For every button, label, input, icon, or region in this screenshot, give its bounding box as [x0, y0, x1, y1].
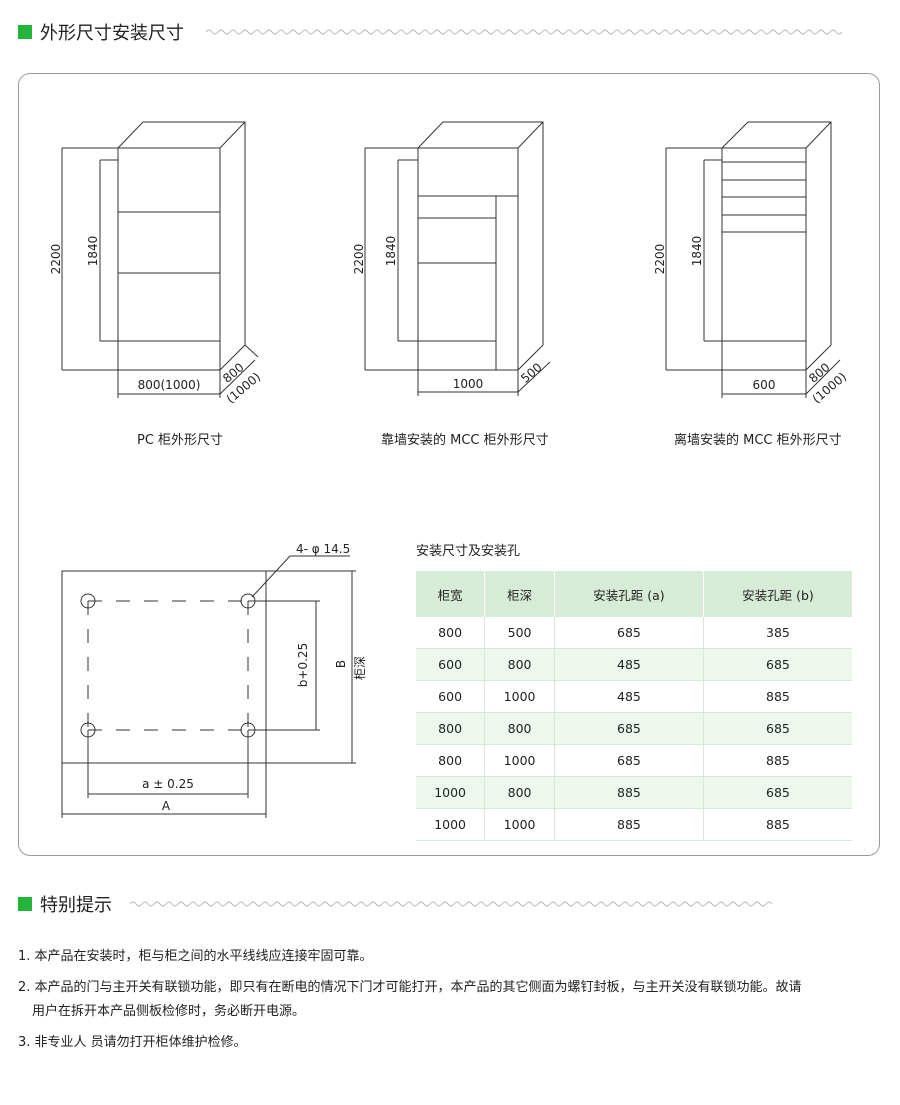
B-dimension-label: B: [334, 660, 348, 668]
mcc-free-height-total: 2200: [653, 244, 667, 275]
mcc-wall-width: 1000: [453, 377, 484, 391]
pc-height-total: 2200: [49, 244, 63, 275]
cell: 600: [416, 680, 486, 713]
header-cabinet-depth: 柜深: [484, 571, 555, 617]
section-title: 外形尺寸安装尺寸: [40, 23, 184, 44]
notice-item-2-line1: 2. 本产品的门与主开关有联锁功能，即只有在断电的情况下门才可能打开，本产品的其…: [18, 980, 802, 995]
cell: 800: [416, 617, 486, 649]
drawings-canvas: 2200 1840 800(1000) 800 (1000) 2200 1840…: [49, 121, 849, 818]
section-title: 特别提示: [40, 895, 112, 916]
b-dimension-label: b+0.25: [296, 643, 310, 687]
header-cabinet-width: 柜宽: [416, 571, 486, 617]
cell: 885: [703, 680, 852, 713]
hole-spec-label: 4- φ 14.5: [296, 542, 350, 556]
cell: 685: [703, 648, 852, 681]
cell: 800: [416, 744, 486, 777]
mcc-wall-height-inner: 1840: [384, 236, 398, 267]
pc-width: 800(1000): [138, 378, 201, 392]
cell: 685: [703, 776, 852, 809]
cell: 885: [703, 744, 852, 777]
mcc-wall-cabinet-drawing: [364, 121, 551, 396]
notice-item-1: 1. 本产品在安装时，柜与柜之间的水平线线应连接牢固可靠。: [18, 949, 373, 964]
cell: 1000: [416, 808, 486, 841]
cell: 485: [554, 680, 704, 713]
cell: 600: [416, 648, 486, 681]
notice-item-2-cont: 用户在拆开本产品侧板检修时，务必断开电源。: [32, 1004, 306, 1019]
table-title: 安装尺寸及安装孔: [416, 544, 521, 559]
mcc-free-cabinet-drawing: [665, 121, 841, 398]
green-square-icon: [18, 25, 32, 39]
notice-item-2: 2. 本产品的门与主开关有联锁功能，即只有在断电的情况下门才可能打开，本产品的其…: [18, 976, 888, 1000]
cell: 685: [703, 712, 852, 745]
section-header-dimensions: 外形尺寸安装尺寸: [18, 17, 882, 47]
mcc-free-height-inner: 1840: [690, 236, 704, 267]
cell: 1000: [484, 808, 555, 841]
mcc-free-caption: 离墙安装的 MCC 柜外形尺寸: [674, 433, 842, 448]
cell: 485: [554, 648, 704, 681]
mounting-plate-drawing: [61, 555, 356, 818]
cell: 1000: [484, 680, 555, 713]
cell: 885: [703, 808, 852, 841]
cell: 385: [703, 617, 852, 649]
mcc-wall-depth: 500: [518, 360, 545, 385]
cell: 1000: [484, 744, 555, 777]
pc-height-inner: 1840: [86, 236, 100, 267]
green-square-icon: [18, 897, 32, 911]
pc-caption: PC 柜外形尺寸: [137, 433, 224, 448]
cell: 800: [416, 712, 486, 745]
section-header-notice: 特别提示: [18, 889, 882, 919]
cell: 685: [554, 617, 704, 649]
cell: 885: [554, 808, 704, 841]
pc-cabinet-drawing: [61, 121, 259, 398]
cell: 885: [554, 776, 704, 809]
cell: 800: [484, 712, 555, 745]
cell: 800: [484, 776, 555, 809]
cell: 685: [554, 744, 704, 777]
notice-item-3: 3. 非专业人 员请勿打开柜体维护检修。: [18, 1035, 247, 1050]
cell: 685: [554, 712, 704, 745]
cell: 800: [484, 648, 555, 681]
notice-list: 1. 本产品在安装时，柜与柜之间的水平线线应连接牢固可靠。 2. 本产品的门与主…: [18, 945, 888, 1062]
depth-label: 柜深: [353, 656, 367, 680]
a-dimension-label: a ± 0.25: [142, 777, 194, 791]
wavy-divider: [130, 901, 773, 907]
mcc-wall-caption: 靠墙安装的 MCC 柜外形尺寸: [381, 433, 549, 448]
mcc-free-width: 600: [753, 378, 776, 392]
mcc-wall-height-total: 2200: [352, 244, 366, 275]
header-hole-b: 安装孔距 (b): [703, 571, 852, 617]
wavy-divider: [206, 29, 843, 35]
header-hole-a: 安装孔距 (a): [554, 571, 704, 617]
cell: 1000: [416, 776, 486, 809]
dimensions-panel: [18, 73, 880, 856]
A-dimension-label: A: [162, 799, 171, 813]
cell: 500: [484, 617, 555, 649]
